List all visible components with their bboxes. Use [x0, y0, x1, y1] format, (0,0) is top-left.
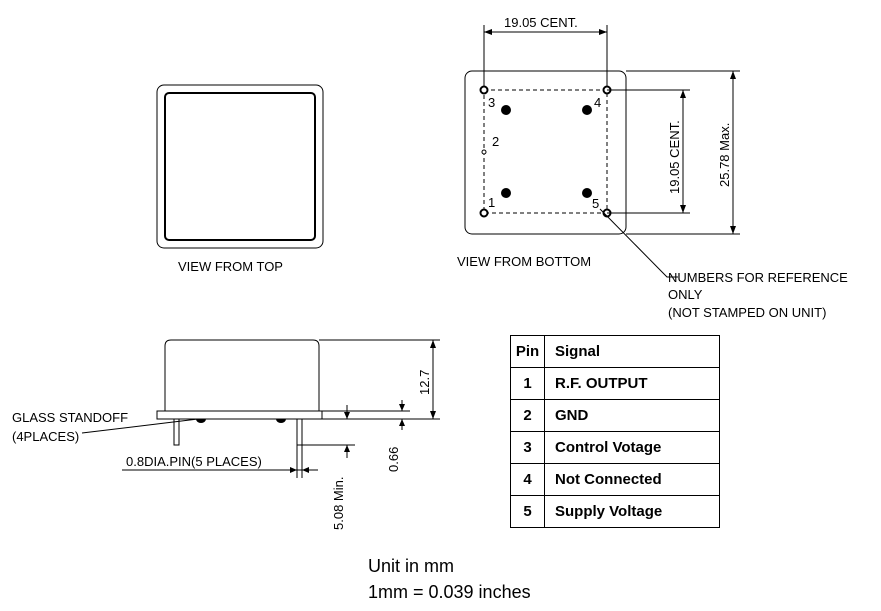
cell-signal: GND: [544, 399, 720, 432]
table-row: 1 R.F. OUTPUT: [510, 367, 720, 400]
units-line-2: 1mm = 0.039 inches: [368, 582, 531, 602]
dim-vertical-max-label: 25.78 Max.: [717, 123, 732, 187]
note-line-1: NUMBERS FOR REFERENCE: [668, 270, 848, 285]
arrow-down: [399, 404, 405, 411]
pin-number-5: 5: [592, 196, 599, 211]
glass-standoff-leader: [81, 418, 199, 434]
header-signal: Signal: [544, 335, 720, 368]
bottom-view: 19.05 CENT. 1 2 3 4 5 19.05 CENT.: [457, 15, 848, 320]
cell-signal: R.F. OUTPUT: [544, 367, 720, 400]
base-plate: [156, 410, 323, 420]
top-view-inner-outline: [164, 92, 316, 241]
cell-signal: Not Connected: [544, 463, 720, 496]
pin-length-dim-label: 5.08 Min.: [331, 477, 346, 530]
dim-vertical-center-label: 19.05 CENT.: [667, 120, 682, 194]
arrow-up: [344, 445, 350, 452]
table-row: 2 GND: [510, 399, 720, 432]
pin-number-4: 4: [594, 95, 601, 110]
arrow-up: [430, 340, 436, 348]
arrow-up: [730, 71, 736, 79]
side-pin: [173, 418, 180, 446]
cell-signal: Control Votage: [544, 431, 720, 464]
bottom-view-outline: [464, 70, 627, 235]
standoff-dot: [582, 105, 592, 115]
cell-pin: 5: [510, 495, 545, 528]
glass-label-line-2: (4PLACES): [12, 429, 79, 444]
side-pin: [296, 418, 303, 446]
pin-number-3: 3: [488, 95, 495, 110]
top-view-caption: VIEW FROM TOP: [178, 259, 283, 274]
arrow-left: [484, 29, 492, 35]
glass-standoff: [196, 419, 206, 423]
table-row: 5 Supply Voltage: [510, 495, 720, 528]
bottom-view-caption: VIEW FROM BOTTOM: [457, 254, 591, 269]
note-line-3: (NOT STAMPED ON UNIT): [668, 305, 826, 320]
top-view-outer-outline: [156, 84, 324, 249]
pin-2-small: [481, 149, 487, 155]
pin-number-2: 2: [492, 134, 499, 149]
cell-signal: Supply Voltage: [544, 495, 720, 528]
arrow-down: [344, 412, 350, 419]
units-line-1: Unit in mm: [368, 556, 455, 576]
note-leader-line: [599, 208, 678, 278]
can-body: [164, 339, 320, 411]
standoff-dot: [501, 105, 511, 115]
arrow-down: [680, 205, 686, 213]
arrow-right: [599, 29, 607, 35]
table-header-row: Pin Signal: [510, 335, 720, 368]
table-row: 4 Not Connected: [510, 463, 720, 496]
standoff-dim-label: 0.66: [386, 447, 401, 472]
pin-number-1: 1: [488, 195, 495, 210]
arrow-right: [290, 467, 297, 473]
glass-standoff: [276, 419, 286, 423]
note-line-2: ONLY: [668, 287, 703, 302]
arrow-up: [399, 419, 405, 426]
table-row: 3 Control Votage: [510, 431, 720, 464]
standoff-dot: [582, 188, 592, 198]
header-pin: Pin: [510, 335, 545, 368]
side-view: 12.7 0.66 5.08 Min. 0.8DIA.PIN(5 PLACES)…: [12, 339, 440, 530]
height-dim-label: 12.7: [417, 370, 432, 395]
arrow-down: [430, 411, 436, 419]
corner-pin-1: [479, 208, 489, 218]
arrow-left: [302, 467, 309, 473]
arrow-up: [680, 90, 686, 98]
pin-dia-label: 0.8DIA.PIN(5 PLACES): [126, 454, 262, 469]
cell-pin: 4: [510, 463, 545, 496]
arrow-down: [730, 226, 736, 234]
top-view: VIEW FROM TOP: [156, 84, 324, 274]
pin-signal-table: Pin Signal 1 R.F. OUTPUT 2 GND 3 Control…: [510, 335, 720, 528]
standoff-dot: [501, 188, 511, 198]
cell-pin: 2: [510, 399, 545, 432]
corner-pin-3: [479, 85, 489, 95]
dim-horizontal-label: 19.05 CENT.: [504, 15, 578, 30]
cell-pin: 1: [510, 367, 545, 400]
glass-label-line-1: GLASS STANDOFF: [12, 410, 128, 425]
cell-pin: 3: [510, 431, 545, 464]
